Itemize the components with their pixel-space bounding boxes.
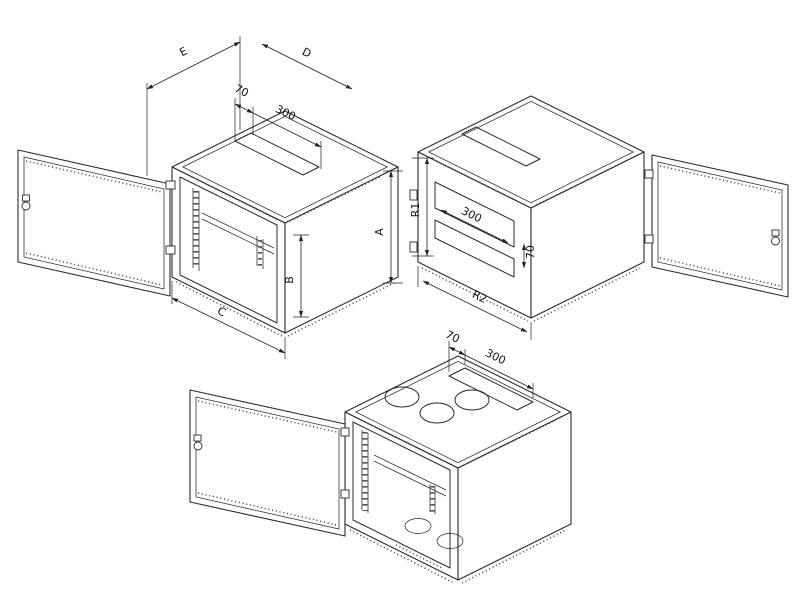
door-inner-border <box>657 161 783 291</box>
rack-rails <box>192 188 275 271</box>
cabinet-body <box>171 110 399 337</box>
dim-label-70: 70 <box>232 82 250 100</box>
cable-gland-hole <box>384 386 420 408</box>
dimensions: R1 300 70 R2 <box>409 157 537 340</box>
dim-label-b: B <box>283 276 296 284</box>
rack-rails <box>361 430 447 514</box>
door-lock-icon <box>771 229 780 246</box>
view-rear-right: R1 300 70 R2 <box>409 95 789 340</box>
extension-lines <box>412 157 532 340</box>
right-face <box>284 166 399 334</box>
floor-perforation <box>395 544 443 569</box>
rail-outlines <box>192 188 275 271</box>
door-inner-border <box>195 396 340 530</box>
dim-line-300 <box>252 112 322 148</box>
cable-entry-slot <box>448 367 534 411</box>
wall-bracket-icon <box>409 189 418 253</box>
view-front-left: E D 70 300 A B C <box>17 36 403 359</box>
door-open-left <box>17 149 176 297</box>
dim-line-70 <box>234 103 254 114</box>
cable-entry-slot <box>461 126 541 167</box>
dim-label-d: D <box>300 45 313 60</box>
door-panel <box>651 154 789 298</box>
rail-outlines <box>361 430 447 514</box>
door-open-right <box>644 154 789 298</box>
door-perforation <box>197 400 338 526</box>
right-face <box>457 411 572 581</box>
floor-hole <box>404 518 432 534</box>
floor-cable-holes <box>395 518 464 569</box>
cable-gland-hole <box>419 402 455 424</box>
dim-label-70: 70 <box>443 328 461 346</box>
dim-label-r2: R2 <box>470 288 489 306</box>
door-panel <box>189 389 346 537</box>
hinge-icon <box>644 169 654 244</box>
hinge-icon <box>340 427 350 499</box>
rear-cutout-lower <box>434 219 515 278</box>
cabinet-body <box>344 355 572 584</box>
cabinet-body <box>409 95 645 322</box>
dim-line-300 <box>464 354 534 390</box>
floor-hole <box>436 533 464 549</box>
door-inner-border <box>23 156 165 290</box>
dim-label-a: A <box>373 228 386 236</box>
door-lock-icon <box>21 194 31 211</box>
top-face-inner-border <box>354 360 562 464</box>
dim-label-300: 300 <box>483 346 508 367</box>
dim-line-d <box>261 43 353 90</box>
dim-label-70: 70 <box>524 245 537 259</box>
right-face <box>530 151 645 319</box>
dim-line-300 <box>440 209 509 244</box>
door-open-left <box>189 389 350 537</box>
door-perforation <box>25 160 163 286</box>
cable-entry-slot <box>234 132 320 176</box>
dim-line-e <box>146 41 241 90</box>
dim-line-70 <box>448 346 466 356</box>
top-face-inner-border <box>427 100 635 204</box>
dim-line-r2 <box>422 280 528 333</box>
view-top-entry: 70 300 <box>189 328 572 584</box>
dim-label-c: C <box>215 304 228 319</box>
rear-cutout-upper <box>434 181 515 248</box>
front-opening <box>352 421 451 569</box>
dim-label-r1: R1 <box>409 203 422 218</box>
dim-line-c <box>171 297 286 354</box>
hinge-icon <box>165 180 176 255</box>
door-lock-icon <box>193 434 203 451</box>
door-perforation <box>659 165 781 287</box>
dim-label-e: E <box>177 44 189 59</box>
cable-gland-hole <box>454 389 490 411</box>
